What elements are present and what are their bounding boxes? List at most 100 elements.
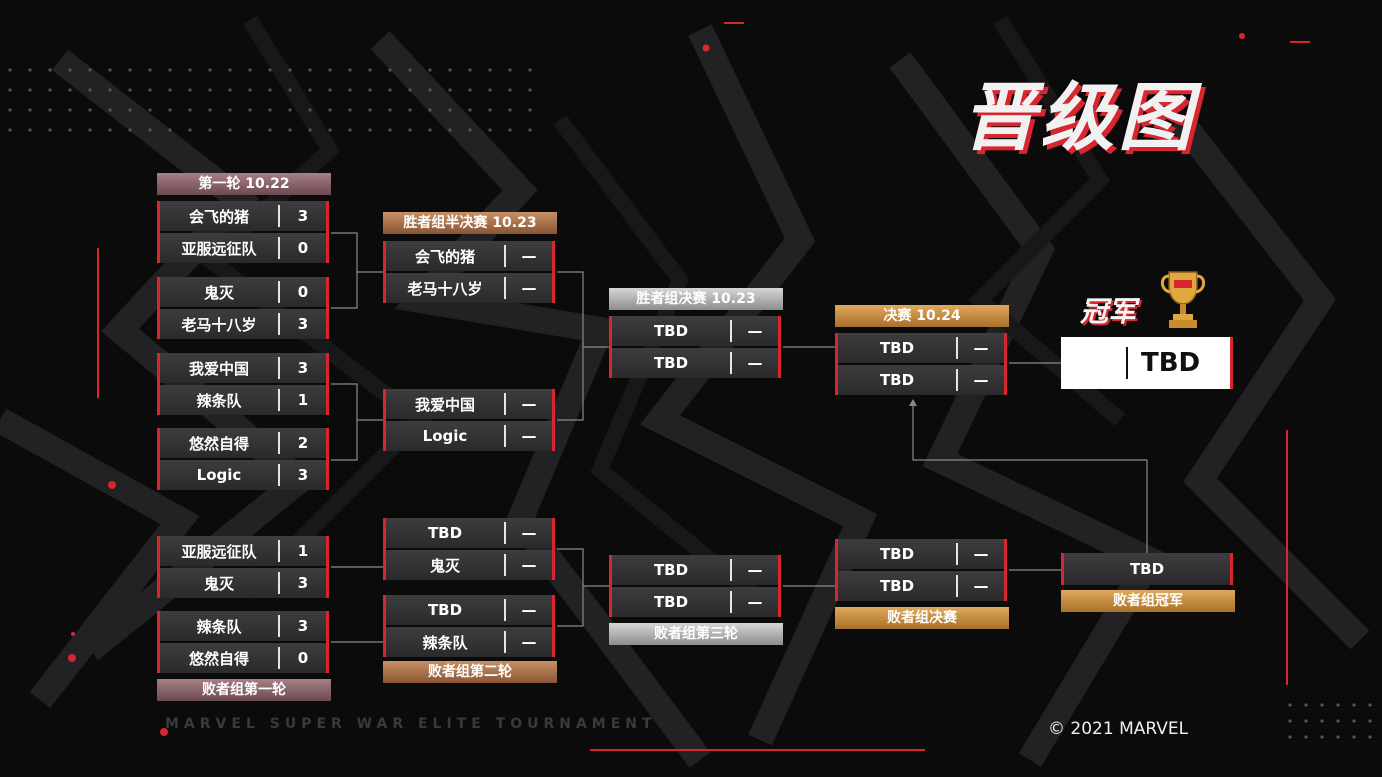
- divider: [730, 320, 732, 342]
- team-name: TBD: [653, 354, 689, 372]
- team-score: 3: [297, 466, 309, 484]
- team-score: 3: [297, 207, 309, 225]
- divider: [278, 615, 280, 637]
- team-row[interactable]: TBD—: [386, 595, 552, 625]
- team-row[interactable]: 辣条队 —: [386, 627, 552, 657]
- losers-final-label: 败者组决赛: [835, 607, 1009, 629]
- divider: [278, 237, 280, 259]
- tournament-footer: MARVEL SUPER WAR ELITE TOURNAMENT: [165, 716, 657, 732]
- team-name: TBD: [879, 577, 915, 595]
- team-score: —: [973, 577, 989, 595]
- team-row[interactable]: TBD—: [612, 316, 778, 346]
- team-name: 我爱中国: [188, 359, 249, 378]
- divider: [504, 393, 506, 415]
- team-name: 鬼灭: [203, 283, 234, 302]
- divider: [278, 281, 280, 303]
- divider: [956, 543, 958, 565]
- team-score: —: [521, 524, 537, 542]
- team-score: —: [747, 354, 763, 372]
- team-row[interactable]: 我爱中国—: [386, 389, 552, 419]
- losers-champion-label: 败者组冠军: [1061, 590, 1235, 612]
- team-row[interactable]: 我爱中国 3: [160, 353, 326, 383]
- champion-label: 冠军: [1080, 295, 1137, 328]
- divider: [956, 337, 958, 359]
- match-winners-final: TBD— TBD—: [609, 316, 781, 378]
- losers-round3-label: 败者组第三轮: [609, 623, 783, 645]
- team-score: 2: [297, 434, 309, 452]
- divider: [504, 277, 506, 299]
- divider: [278, 540, 280, 562]
- team-row[interactable]: TBD —: [612, 348, 778, 378]
- round1-label: 第一轮 10.22: [157, 173, 331, 195]
- team-name: 会飞的猪: [188, 207, 249, 226]
- team-name: TBD: [879, 371, 915, 389]
- team-score: 1: [297, 391, 309, 409]
- team-score: —: [521, 556, 537, 574]
- team-row[interactable]: TBD—: [386, 518, 552, 548]
- team-name: 老马十八岁: [181, 315, 257, 334]
- match-final: TBD— TBD—: [835, 333, 1007, 395]
- team-name: Logic: [196, 466, 242, 484]
- team-score: —: [747, 561, 763, 579]
- team-name: 亚服远征队: [181, 239, 257, 258]
- team-row[interactable]: TBD —: [838, 365, 1004, 395]
- team-score: —: [521, 633, 537, 651]
- team-name: 悠然自得: [188, 649, 249, 668]
- team-row[interactable]: 辣条队 1: [160, 385, 326, 415]
- team-row[interactable]: 老马十八岁—: [386, 273, 552, 303]
- divider: [504, 522, 506, 544]
- team-name: 鬼灭: [429, 556, 460, 575]
- divider: [504, 631, 506, 653]
- team-row[interactable]: 悠然自得 2: [160, 428, 326, 458]
- match-lb3: TBD— TBD—: [609, 555, 781, 617]
- winners-final-label: 胜者组决赛 10.23: [609, 288, 783, 310]
- team-name: 辣条队: [196, 391, 242, 410]
- team-score: 3: [297, 359, 309, 377]
- team-row[interactable]: 鬼灭 —: [386, 550, 552, 580]
- team-row[interactable]: Logic—: [386, 421, 552, 451]
- champion-box[interactable]: TBD: [1061, 337, 1233, 389]
- team-row[interactable]: 会飞的猪 —: [386, 241, 552, 271]
- team-row[interactable]: 亚服远征队 1: [160, 536, 326, 566]
- divider: [730, 352, 732, 374]
- team-row[interactable]: TBD—: [612, 587, 778, 617]
- team-name: TBD: [653, 593, 689, 611]
- divider: [956, 575, 958, 597]
- divider: [278, 205, 280, 227]
- team-name: 会飞的猪: [414, 247, 475, 266]
- divider: [504, 425, 506, 447]
- team-score: —: [973, 371, 989, 389]
- team-score: 0: [297, 283, 309, 301]
- team-row[interactable]: TBD —: [612, 555, 778, 585]
- divider: [278, 389, 280, 411]
- team-row[interactable]: 鬼灭 0: [160, 277, 326, 307]
- team-score: 3: [297, 574, 309, 592]
- team-score: 1: [297, 542, 309, 560]
- team-name: 悠然自得: [188, 434, 249, 453]
- team-name: 辣条队: [422, 633, 468, 652]
- team-row[interactable]: TBD—: [838, 539, 1004, 569]
- match-lb2-1: TBD— 鬼灭 —: [383, 518, 555, 580]
- team-name: 亚服远征队: [181, 542, 257, 561]
- team-score: —: [521, 247, 537, 265]
- team-row[interactable]: TBD —: [838, 571, 1004, 601]
- winners-semifinal-label: 胜者组半决赛 10.23: [383, 212, 557, 234]
- page-title: 晋级图: [962, 75, 1196, 161]
- team-name: TBD: [653, 561, 689, 579]
- losers-champion-box[interactable]: TBD: [1061, 553, 1233, 585]
- team-row[interactable]: 会飞的猪 3: [160, 201, 326, 231]
- match-ws-1: 会飞的猪 — 老马十八岁—: [383, 241, 555, 303]
- team-score: —: [973, 339, 989, 357]
- divider: [956, 369, 958, 391]
- team-row[interactable]: TBD—: [838, 333, 1004, 363]
- team-score: 3: [297, 617, 309, 635]
- team-row[interactable]: Logic 3: [160, 460, 326, 490]
